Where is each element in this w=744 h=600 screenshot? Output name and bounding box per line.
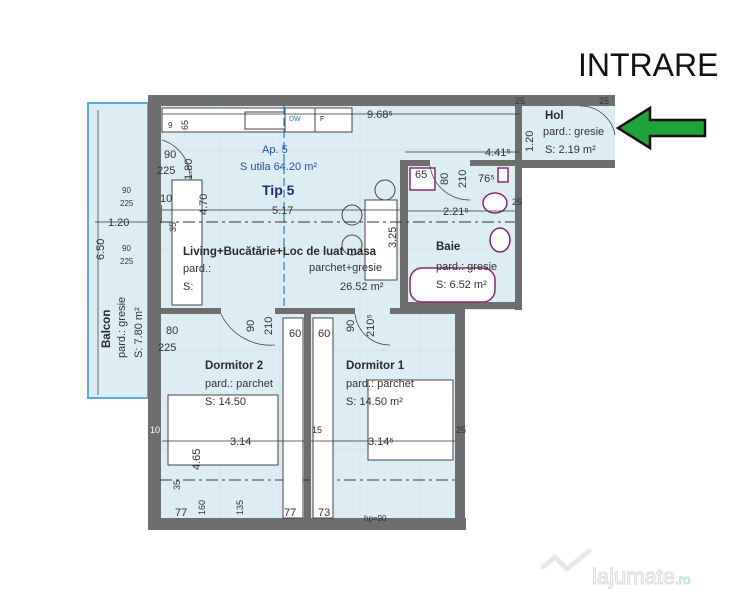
- dim-label: 73: [318, 507, 330, 519]
- entrance-arrow-icon: [615, 105, 707, 151]
- dim-label: 80: [439, 173, 451, 185]
- dim-label: 4.41⁵: [485, 147, 511, 159]
- dim-label: 15: [312, 425, 322, 435]
- dim-label: 1.20: [524, 131, 536, 152]
- dim-label: 210: [263, 317, 275, 335]
- baie-name: Baie: [436, 241, 460, 253]
- dim-label: 25: [599, 96, 609, 106]
- dormitor1-area: S: 14.50 m²: [346, 396, 403, 408]
- dim-label: 9: [168, 121, 173, 130]
- apartment-type: Tip 5: [262, 182, 295, 198]
- outside-area: [462, 310, 522, 530]
- dim-label: 25: [456, 425, 466, 435]
- dim-label: 9.68⁵: [367, 109, 393, 121]
- dim-label: 90: [122, 244, 131, 253]
- dim-label: 60: [318, 328, 330, 340]
- dormitor2-floor: pard.: parchet: [205, 378, 273, 390]
- dim-label: 1.80: [183, 159, 195, 180]
- bed-dormitor-1: [367, 379, 454, 461]
- dormitor1-name: Dormitor 1: [346, 360, 405, 372]
- dim-label: 80: [166, 325, 178, 337]
- dim-label: 3.25: [387, 227, 399, 248]
- dim-label: 65: [415, 169, 427, 181]
- apartment-name: Ap. 5: [262, 144, 288, 156]
- dim-label: 3.14⁵: [368, 436, 394, 448]
- dimension-lines: [95, 110, 520, 442]
- watermark-logo: lajumate.ro: [540, 548, 691, 590]
- bed-dormitor-2: [167, 394, 279, 466]
- dormitor2-name: Dormitor 2: [205, 360, 263, 372]
- dim-label: 35: [172, 480, 182, 490]
- wardrobe-2: [282, 317, 304, 519]
- dim-label: 4.70: [198, 194, 210, 215]
- dim-label: 160: [197, 500, 207, 515]
- dim-label: hp=90: [364, 514, 387, 523]
- dim-label: 210: [457, 170, 469, 188]
- dim-label: 60: [289, 328, 301, 340]
- dim-label: 1.20: [108, 217, 129, 229]
- dimension-labels: 9.68⁵ 4.41⁵ 5.17 2.21⁵ 1.20 3.14 3.14⁵ 9…: [95, 96, 609, 523]
- dim-label: 25: [515, 96, 525, 106]
- apartment-area: S utila 64.20 m²: [240, 161, 317, 173]
- door-swings: [161, 105, 616, 346]
- dim-label: 2.21⁵: [443, 206, 469, 218]
- dim-label: 4.65: [191, 449, 203, 470]
- baie-floor: pard.: gresie: [436, 261, 497, 273]
- dim-label: 90: [122, 186, 131, 195]
- sofa: [171, 179, 203, 306]
- dim-label: 25: [512, 197, 522, 207]
- living-floor: parchet+gresie: [309, 262, 382, 274]
- dim-label: 90: [164, 149, 176, 161]
- living-area: 26.52 m²: [340, 281, 384, 293]
- hol-area: S: 2.19 m²: [545, 144, 596, 156]
- hol-name: Hol: [545, 110, 564, 122]
- balcon-floor: pard.: gresie: [116, 297, 128, 358]
- dim-label: 210⁵: [365, 314, 377, 337]
- walls: [148, 95, 615, 530]
- dim-label: 225: [120, 199, 134, 208]
- dim-label: 90: [345, 320, 357, 332]
- living-area-label: S:: [183, 281, 193, 293]
- dim-label: 90: [245, 320, 257, 332]
- balcon-area: S: 7.80 m²: [133, 307, 145, 358]
- dim-label: 5.17: [272, 205, 293, 217]
- hol-floor: pard.: gresie: [543, 126, 604, 138]
- living-name: Living+Bucătărie+Loc de luat masa: [183, 246, 377, 258]
- dim-label: 225: [157, 165, 175, 177]
- dim-label: 135: [235, 500, 245, 515]
- dining-table: [364, 199, 398, 281]
- dim-label: 77: [284, 507, 296, 519]
- fridge-label: F: [320, 116, 324, 123]
- dim-label: 65: [180, 120, 190, 130]
- entrance-label: INTRARE: [578, 47, 718, 83]
- dim-label: 225: [120, 257, 134, 266]
- dim-label: 3.14: [230, 436, 251, 448]
- chairs: [341, 179, 396, 256]
- dim-label: 225: [158, 342, 176, 354]
- dishwasher-label: DW: [289, 116, 301, 123]
- dormitor1-floor: pard.: parchet: [346, 378, 414, 390]
- dim-label: 6.50: [95, 239, 107, 260]
- dim-label: 35: [168, 222, 178, 232]
- living-floor-label: pard.:: [183, 263, 211, 275]
- dim-label: 10: [150, 425, 160, 435]
- dim-label: 10: [160, 193, 172, 205]
- baie-area: S: 6.52 m²: [436, 279, 487, 291]
- dim-label: 76⁵: [478, 173, 495, 185]
- balcon-name: Balcon: [101, 310, 113, 348]
- svg-text:lajumate.ro: lajumate.ro: [592, 564, 690, 589]
- dormitor2-area: S: 14.50: [205, 396, 246, 408]
- hall-floor: [520, 106, 615, 166]
- bath-fixtures: [409, 167, 511, 303]
- wardrobe-1: [312, 317, 334, 519]
- dim-label: 77: [175, 507, 187, 519]
